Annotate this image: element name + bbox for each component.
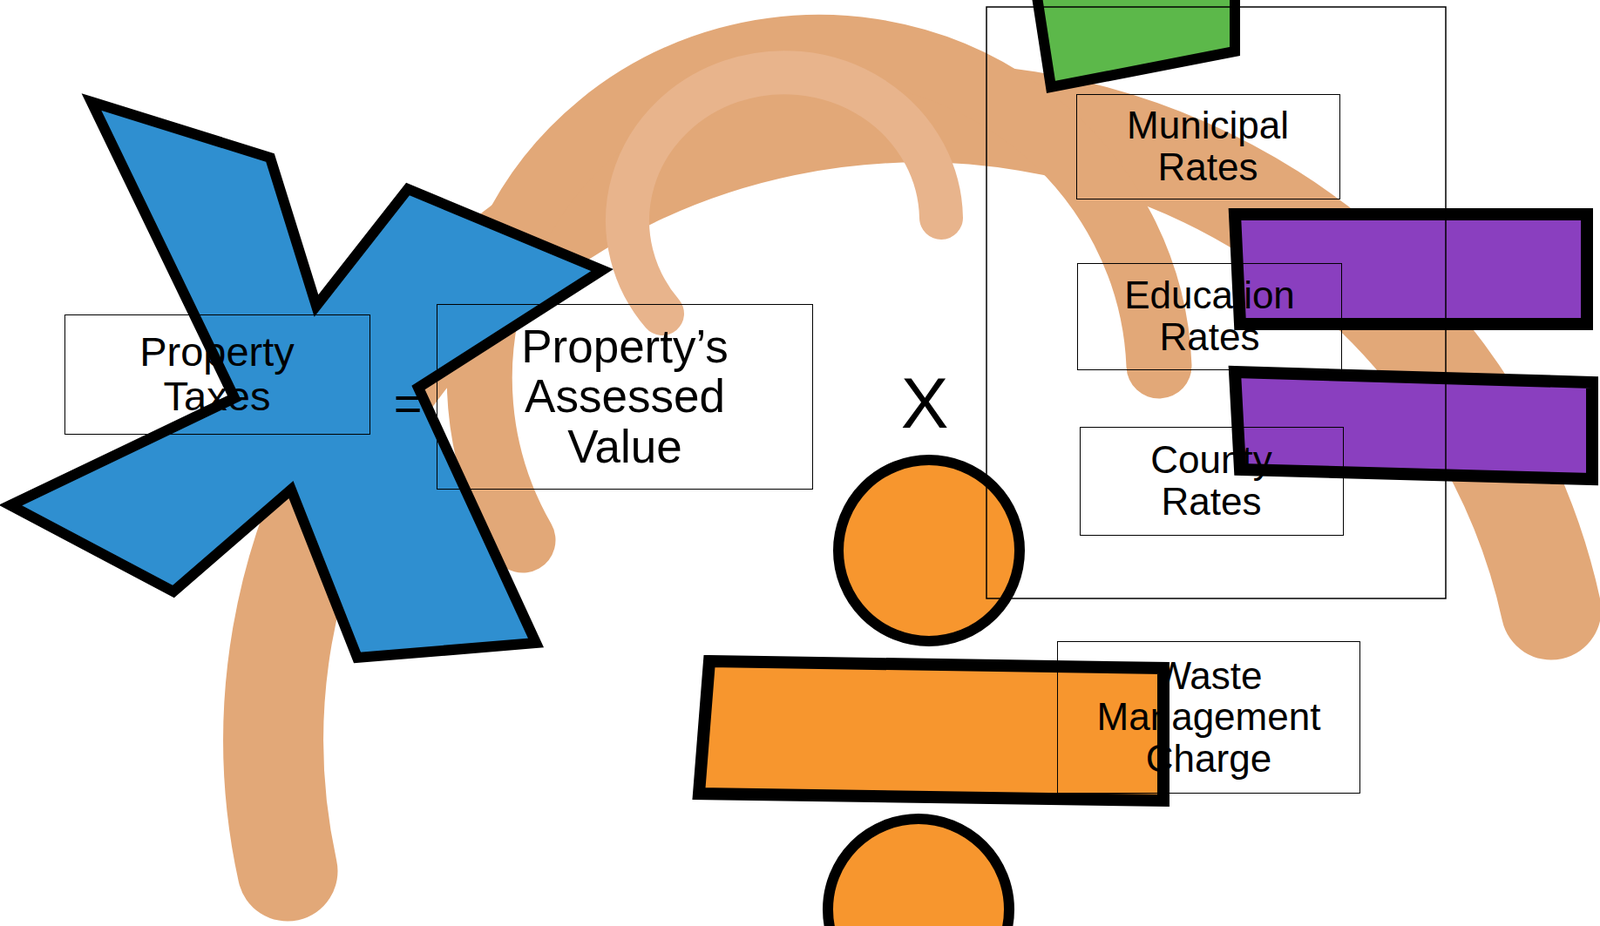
rates-group-frame [986,6,1446,599]
times-sign: X [901,367,950,440]
green-square [1036,0,1235,88]
swirl-middle [479,47,1160,541]
text-box: Waste Management Charge [1057,641,1361,794]
text-box: Municipal Rates [1076,94,1341,200]
text-box: Property’s Assessed Value [436,304,814,490]
divide-dot-bottom [827,819,1010,926]
text-box: Education Rates [1077,263,1343,371]
text-box: County Rates [1079,427,1344,536]
box-label: Property’s Assessed Value [481,321,769,472]
equals-sign: = [393,379,423,428]
swirl-inner [627,72,942,314]
box-label: County Rates [1102,439,1321,523]
equals-bar-bottom [1234,372,1593,480]
box-label: Waste Management Charge [1069,655,1349,780]
box-label: Education Rates [1100,274,1319,358]
divide-bar [698,661,1164,801]
box-label: Property Taxes [103,330,331,420]
divide-dot-top [838,460,1020,642]
text-box: Property Taxes [64,314,371,435]
multiply-symbol [10,101,603,658]
box-label: Municipal Rates [1098,104,1317,188]
